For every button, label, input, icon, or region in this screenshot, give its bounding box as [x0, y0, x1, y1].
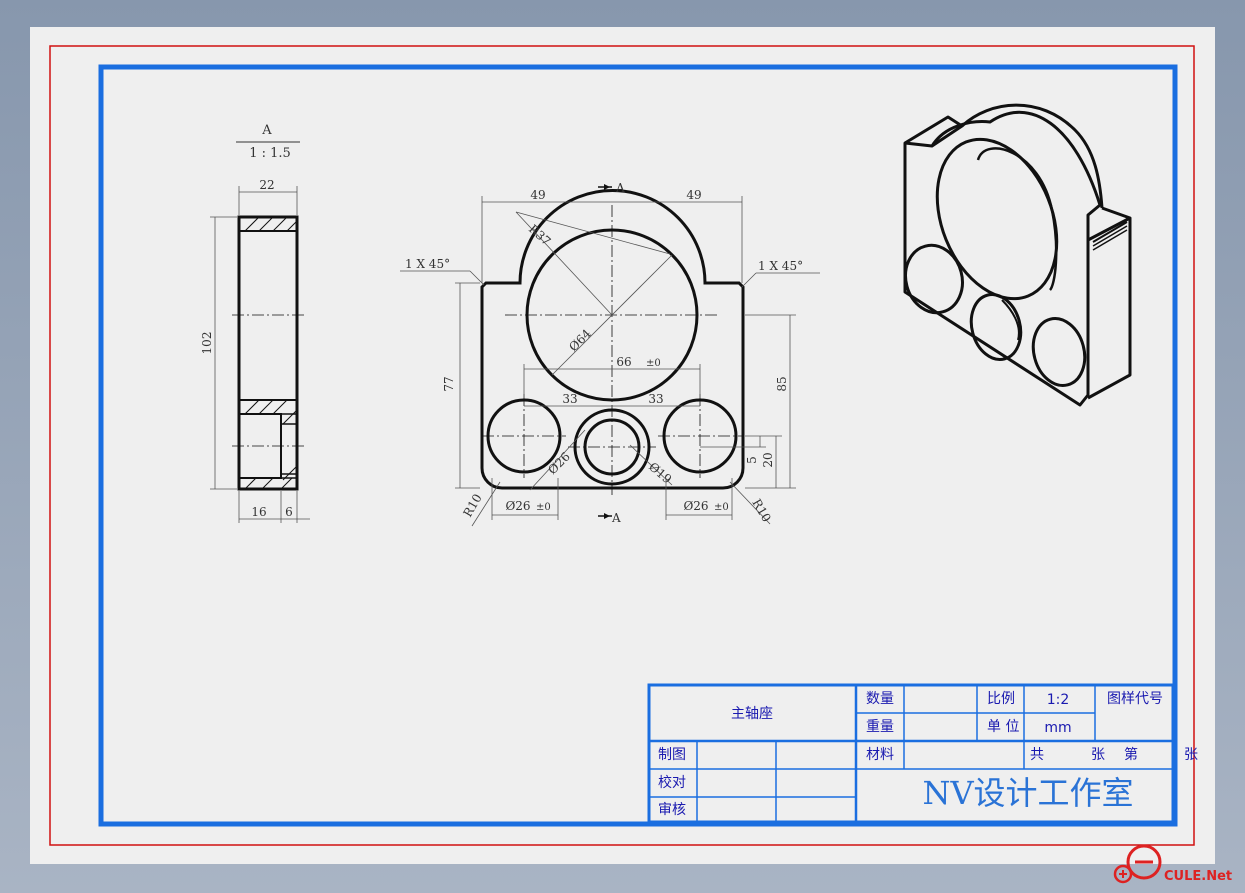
dim-center-spacing: 66 — [616, 355, 631, 369]
dim-spacing-right: 33 — [648, 392, 663, 406]
dim-side-bottom-a: 16 — [251, 505, 266, 519]
front-view — [480, 189, 745, 495]
dim-height-small: 20 — [761, 452, 775, 467]
material-label: 材料 — [866, 747, 894, 763]
outer-border — [49, 45, 1195, 846]
dim-bottom-bore-right: Ø26 — [683, 499, 708, 513]
dim-bottom-tol-left: ±0 — [536, 502, 551, 513]
isometric-view — [903, 103, 1132, 407]
dim-top-right: 49 — [686, 188, 701, 202]
dim-chamfer-left: 1 X 45° — [405, 257, 450, 271]
drawn-label: 制图 — [658, 747, 686, 763]
dim-height-left: 77 — [442, 376, 456, 391]
part-name: 主轴座 — [731, 706, 773, 722]
dim-center-tol: ±0 — [646, 358, 661, 369]
watermark-text: CULE.Net — [1164, 869, 1232, 884]
inner-frame — [98, 64, 1178, 827]
dim-small-bore-a: Ø26 — [545, 449, 573, 477]
dim-small-bore-b: Ø19 — [646, 460, 674, 487]
dim-spacing-left: 33 — [562, 392, 577, 406]
unit-label: 单 位 — [987, 719, 1019, 735]
title-block-text: 主轴座 数量 重量 比例 1:2 单 位 mm 图样代号 材料 共 张 第 张 … — [658, 691, 1198, 818]
sheets-unit: 张 — [1091, 747, 1105, 763]
qty-label: 数量 — [866, 691, 894, 707]
dim-side-bottom-b: 6 — [285, 505, 293, 519]
dim-bottom-bore-left: Ø26 — [505, 499, 530, 513]
dim-bottom-tol-right: ±0 — [714, 502, 729, 513]
title-block — [647, 683, 1175, 824]
dim-radius-top: R37 — [526, 222, 553, 249]
reviewed-label: 审核 — [658, 802, 686, 818]
dim-side-width: 22 — [259, 178, 274, 192]
dim-radius-br: R10 — [749, 497, 773, 525]
dim-main-bore: Ø64 — [566, 326, 594, 354]
side-view-dims: 22 102 16 6 — [200, 178, 310, 523]
watermark: CULE.Net — [1113, 844, 1232, 884]
weight-label: 重量 — [866, 719, 894, 735]
section-label: A 1 : 1.5 — [236, 123, 300, 161]
checked-label: 校对 — [658, 774, 686, 791]
sheet-unit: 张 — [1184, 747, 1198, 763]
scale-value: 1:2 — [1047, 692, 1070, 708]
section-scale: 1 : 1.5 — [249, 146, 291, 161]
dim-height-tiny: 5 — [745, 456, 759, 464]
section-mark-top: A — [615, 181, 625, 195]
dim-height-right: 85 — [775, 376, 789, 391]
unit-value: mm — [1044, 720, 1071, 736]
studio-name: NV设计工作室 — [922, 774, 1133, 812]
dim-top-left: 49 — [530, 188, 545, 202]
dim-side-height: 102 — [200, 332, 214, 355]
section-name: A — [261, 123, 272, 138]
dim-chamfer-right: 1 X 45° — [758, 259, 803, 273]
section-mark-bottom: A — [611, 511, 621, 525]
drawing-sheet — [30, 27, 1215, 864]
dim-radius-bl: R10 — [460, 491, 484, 519]
sheet-no: 第 — [1124, 746, 1138, 763]
drawing-code-label: 图样代号 — [1107, 691, 1163, 707]
side-view — [232, 215, 304, 491]
scale-label: 比例 — [987, 691, 1015, 707]
sheets-total: 共 — [1030, 747, 1044, 763]
